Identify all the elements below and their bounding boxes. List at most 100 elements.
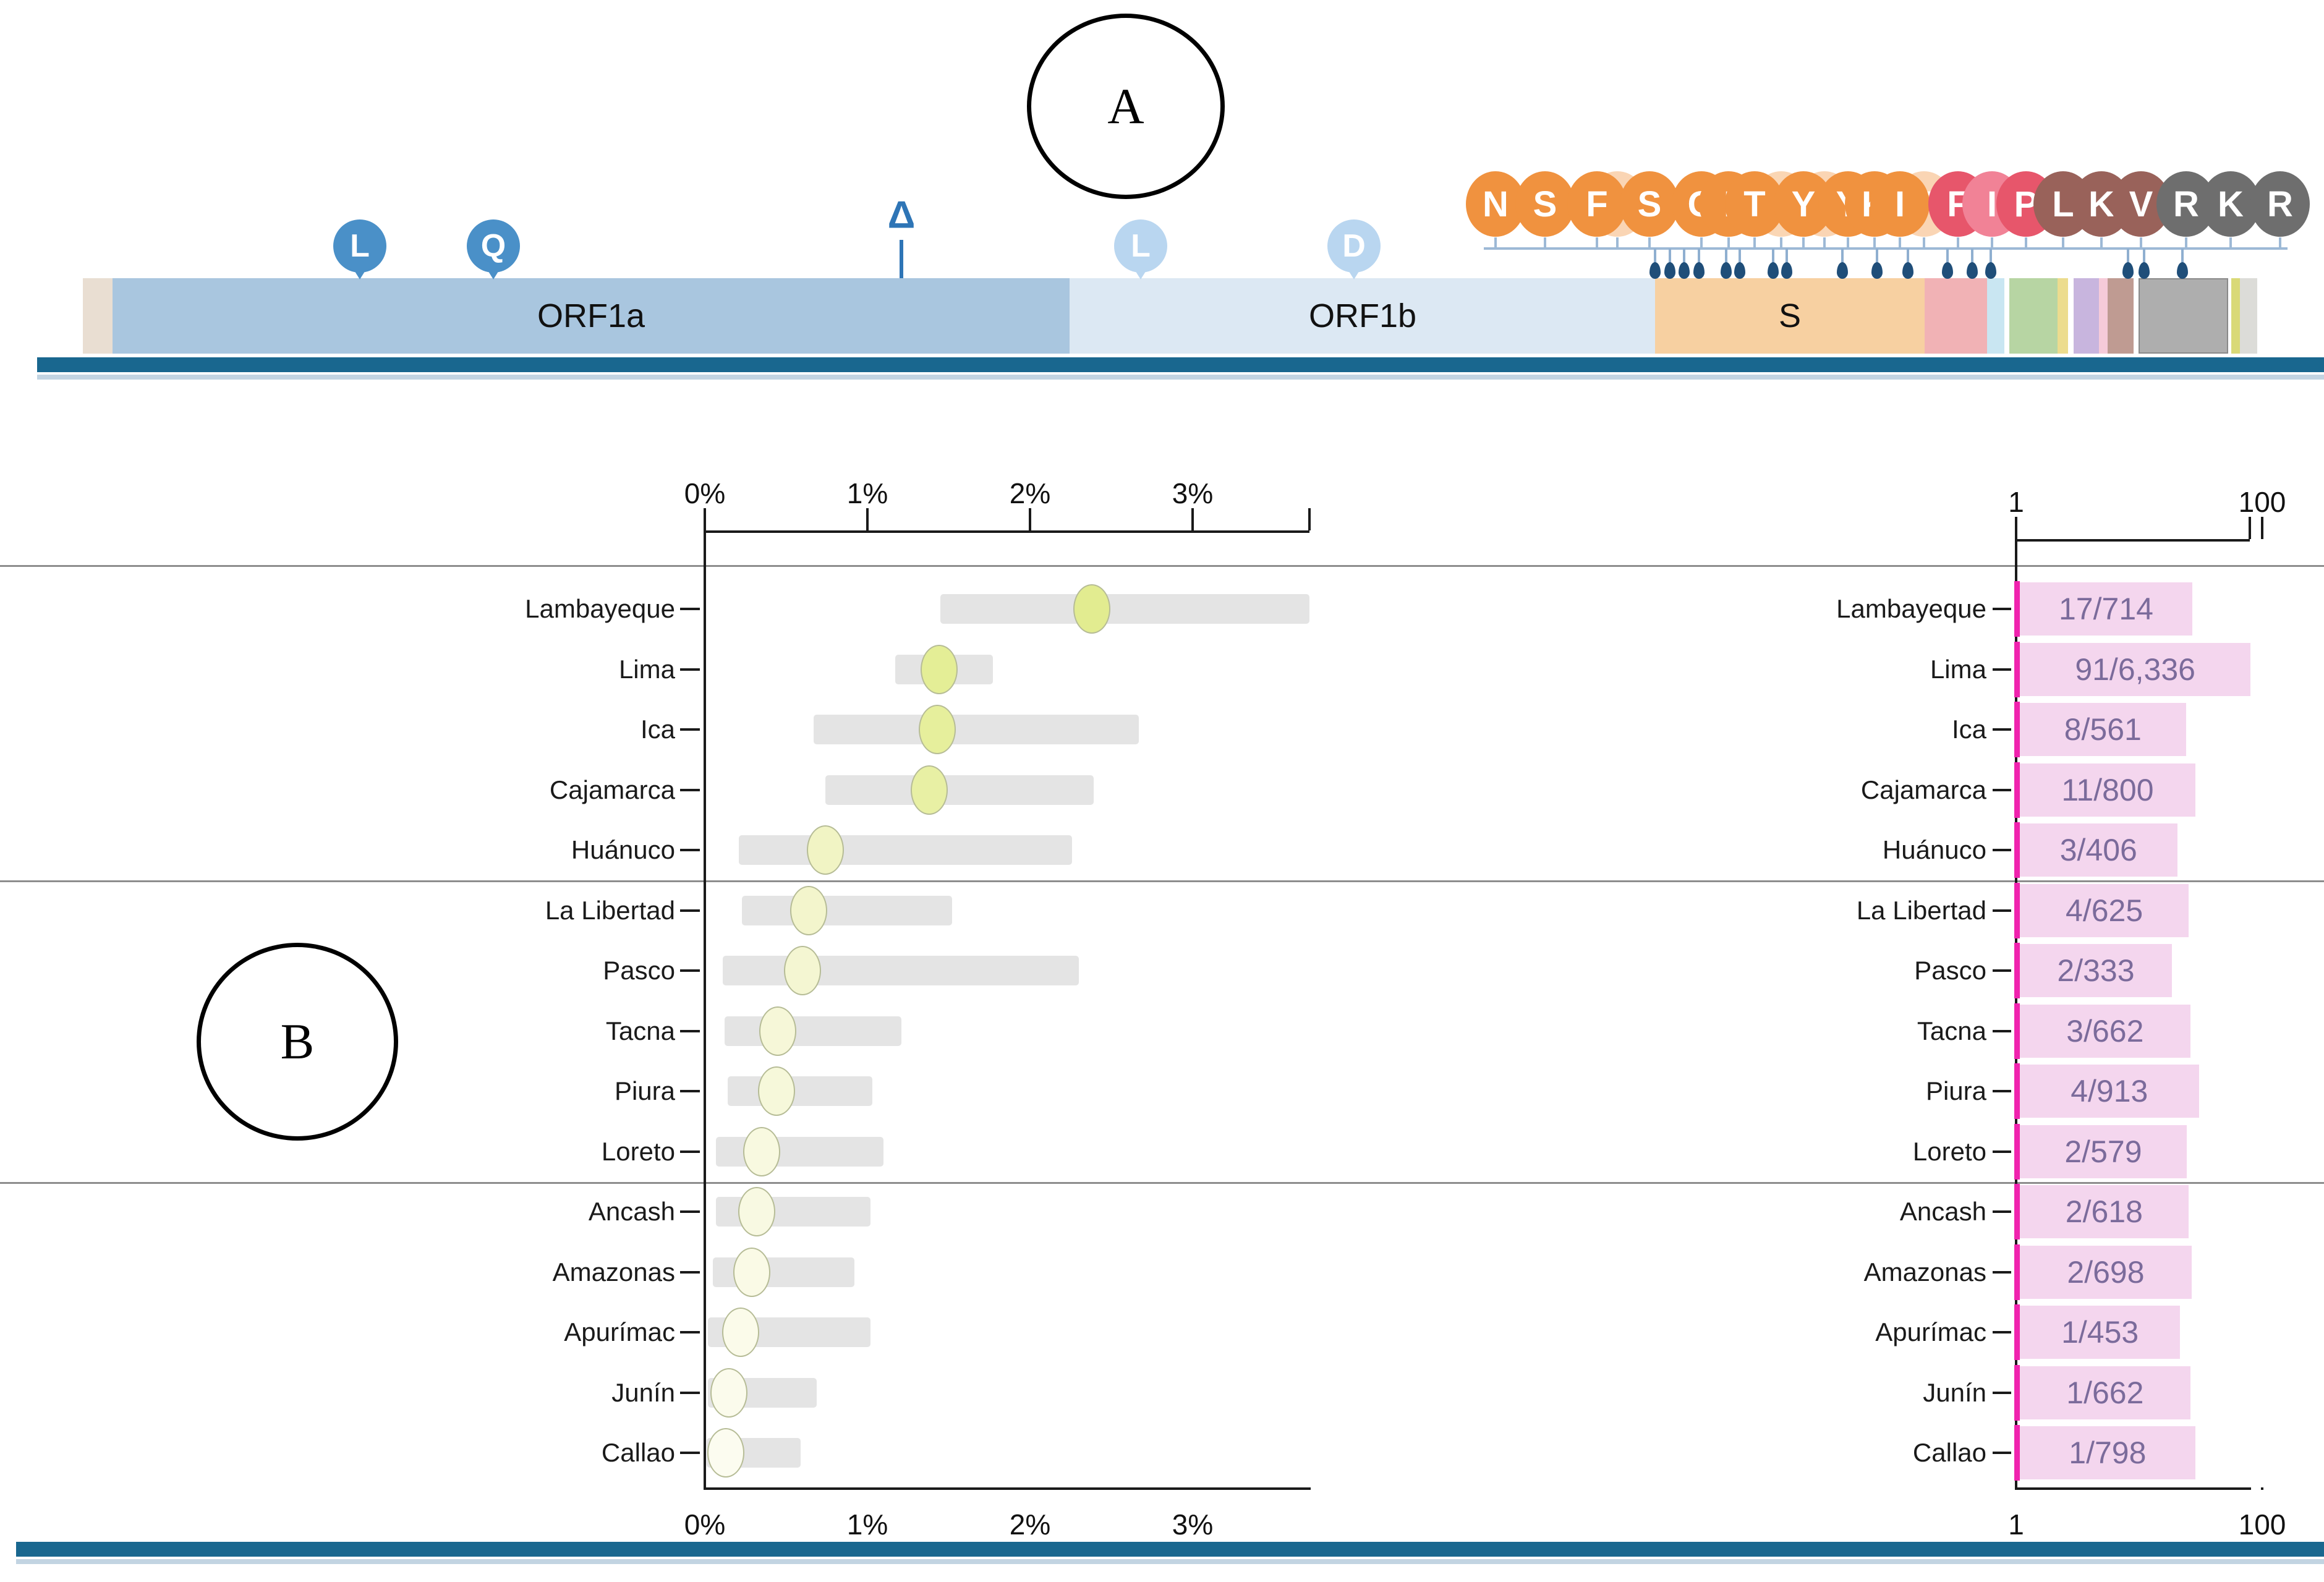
left-axis-tick-label: 3% [1172,1508,1214,1541]
numerator-strip [2014,822,2020,878]
mutation-drop-line [1739,249,1741,263]
right-axis-tick [2261,1487,2263,1490]
left-row-tick [680,1029,700,1032]
genome-segment [2231,278,2240,354]
panel-b-badge: B [197,943,398,1141]
mutation-site-marker-icon [1781,262,1792,279]
mutation-drop-line [1683,249,1685,263]
estimate-dot [910,765,948,815]
left-chart-x-axis [705,530,1309,533]
right-chart-x-axis [2016,539,2250,542]
panel-a-label: A [1107,78,1144,134]
separator-line [0,1182,2324,1184]
right-row-label: Amazonas [1863,1257,1986,1286]
sample-count-bar: 17/714 [2020,582,2192,636]
genome-segment [2074,278,2099,354]
mutation-connector-tick [1780,237,1782,249]
left-row-tick [680,1331,700,1333]
right-row-label: Lambayeque [1836,594,1986,623]
right-row-tick [1993,608,2011,610]
mutation-drop-line [1669,249,1671,263]
estimate-dot [707,1428,745,1478]
mutation-site-marker-icon [1679,262,1690,279]
mutation-site-marker-icon [2122,262,2134,279]
mutation-connector-tick [1899,237,1901,249]
left-axis-tick-label: 2% [1009,477,1051,509]
right-axis-tick-label: 1 [2008,1508,2024,1541]
confidence-interval-bar [825,775,1094,805]
genome-segment [113,278,1070,354]
genome-bar [83,278,2257,354]
right-row-tick [1993,909,2011,912]
mutation-site-marker-icon [1871,262,1883,279]
left-axis-tick-label: 0% [684,477,726,509]
confidence-interval-bar [724,1016,902,1046]
right-row-tick [1993,969,2011,972]
sample-count-bar: 2/333 [2020,944,2172,997]
left-row-label: Amazonas [552,1257,675,1286]
right-row-tick [1993,1452,2011,1454]
confidence-interval-bar [742,895,952,925]
mutation-drop-line [2127,249,2129,263]
deletion-delta-icon: Δ [887,193,916,237]
left-row-tick [680,1150,700,1153]
mutation-connector-tick [1648,237,1651,249]
mutation-drop-line [1786,249,1788,263]
right-row-tick [1993,1270,2011,1274]
mutation-connector-tick [2279,237,2281,249]
mutation-connector-tick [1596,237,1598,249]
left-row-tick [680,1210,700,1213]
right-row-tick [1993,1150,2011,1153]
mutation-site-marker-icon [1664,262,1675,279]
mutation-site-marker-icon [1985,262,1996,279]
mutation-drop-line [1841,249,1844,263]
footer-rule-dark [16,1542,2324,1557]
right-axis-tick [2015,1487,2017,1490]
right-row-label: Junín [1923,1377,1986,1407]
mutation-pin: Q [467,219,520,273]
genome-segment [1070,278,1655,354]
mutation-circle: I [1870,171,1930,237]
header-rule-dark [37,357,2324,372]
mutation-drop-line [1971,249,1973,263]
right-row-label: La Libertad [1856,895,1986,925]
mutation-site-marker-icon [1649,262,1661,279]
right-row-label: Huánuco [1882,835,1986,864]
left-row-tick [680,849,700,851]
right-axis-tick [2249,517,2251,539]
estimate-dot [738,1187,776,1236]
mutation-site-marker-icon [1768,262,1779,279]
confidence-interval-bar [739,835,1073,865]
estimate-dot [733,1247,771,1297]
numerator-strip [2014,1123,2020,1180]
panel-a-badge: A [1027,14,1225,199]
right-row-label: Ancash [1899,1197,1986,1226]
left-row-label: Piura [614,1076,675,1105]
estimate-dot [710,1367,748,1418]
confidence-interval-bar [814,715,1139,744]
estimate-dot [790,885,828,935]
left-axis-tick [1029,1487,1031,1490]
sample-count-bar: 2/579 [2020,1125,2187,1178]
right-row-tick [1993,1029,2011,1032]
right-row-label: Lima [1930,654,1986,684]
numerator-strip [2014,1063,2020,1119]
mutation-connector-tick [1727,237,1730,249]
left-row-label: Tacna [605,1016,675,1045]
left-axis-tick [1308,1487,1311,1490]
left-row-tick [680,1270,700,1274]
numerator-strip [2014,1425,2020,1481]
panel-b-label: B [280,1013,315,1070]
right-row-tick [1993,1090,2011,1092]
estimate-dot [806,825,844,875]
mutation-connector-tick [1544,237,1546,249]
left-row-tick [680,1452,700,1454]
genome-label-orf1b: ORF1b [1308,297,1417,334]
mutation-site-marker-icon [1967,262,1978,279]
right-row-label: Piura [1925,1076,1986,1105]
mutation-connector-tick [2025,237,2027,249]
left-row-label: Apurímac [564,1317,675,1346]
mutation-connector-tick [2229,237,2232,249]
left-row-tick [680,728,700,731]
